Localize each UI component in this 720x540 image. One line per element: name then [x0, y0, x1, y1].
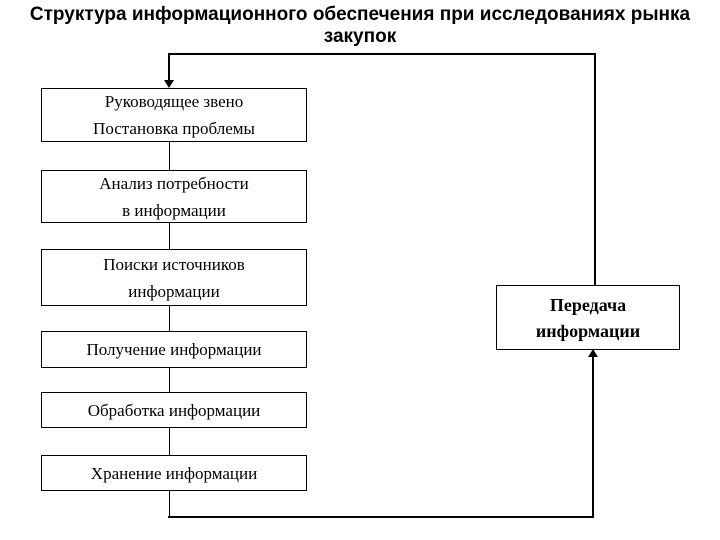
loop-top-line: [168, 53, 596, 55]
flow-box-storage: Хранение информации: [41, 455, 307, 491]
connector-box2-box3: [169, 223, 170, 249]
connector-box5-box6: [169, 428, 170, 455]
connector-box6-bottom-line: [169, 491, 170, 518]
arrowhead-into-side-box-icon: [588, 349, 598, 357]
side-box-information-transfer: Передача информации: [496, 285, 680, 350]
flow-box-needs-analysis-label: Анализ потребности в информации: [99, 173, 249, 220]
slide-title: Структура информационного обеспечения пр…: [29, 4, 691, 47]
flow-box-source-search-label: Поиски источников информации: [103, 254, 245, 301]
loop-bottom-line: [168, 516, 594, 518]
flow-box-receiving: Получение информации: [41, 331, 307, 368]
flow-box-receiving-label: Получение информации: [86, 340, 262, 359]
connector-box3-box4: [169, 306, 170, 331]
connector-box1-box2: [169, 142, 170, 170]
flow-box-management-problem: Руководящее звено Постановка проблемы: [41, 88, 307, 142]
arrowhead-into-first-box-icon: [164, 80, 174, 88]
flow-box-source-search: Поиски источников информации: [41, 249, 307, 306]
loop-right-upper-line: [594, 53, 596, 285]
side-box-information-transfer-label: Передача информации: [535, 294, 641, 341]
connector-box4-box5: [169, 368, 170, 392]
flow-box-needs-analysis: Анализ потребности в информации: [41, 170, 307, 223]
flow-box-processing-label: Обработка информации: [87, 400, 261, 420]
flow-box-storage-label: Хранение информации: [90, 463, 258, 483]
flow-box-processing: Обработка информации: [41, 392, 307, 428]
arrow-shaft-into-first-box: [168, 53, 170, 81]
arrow-shaft-into-side-box: [592, 356, 594, 518]
flow-box-management-problem-label: Руководящее звено Постановка проблемы: [93, 92, 255, 138]
